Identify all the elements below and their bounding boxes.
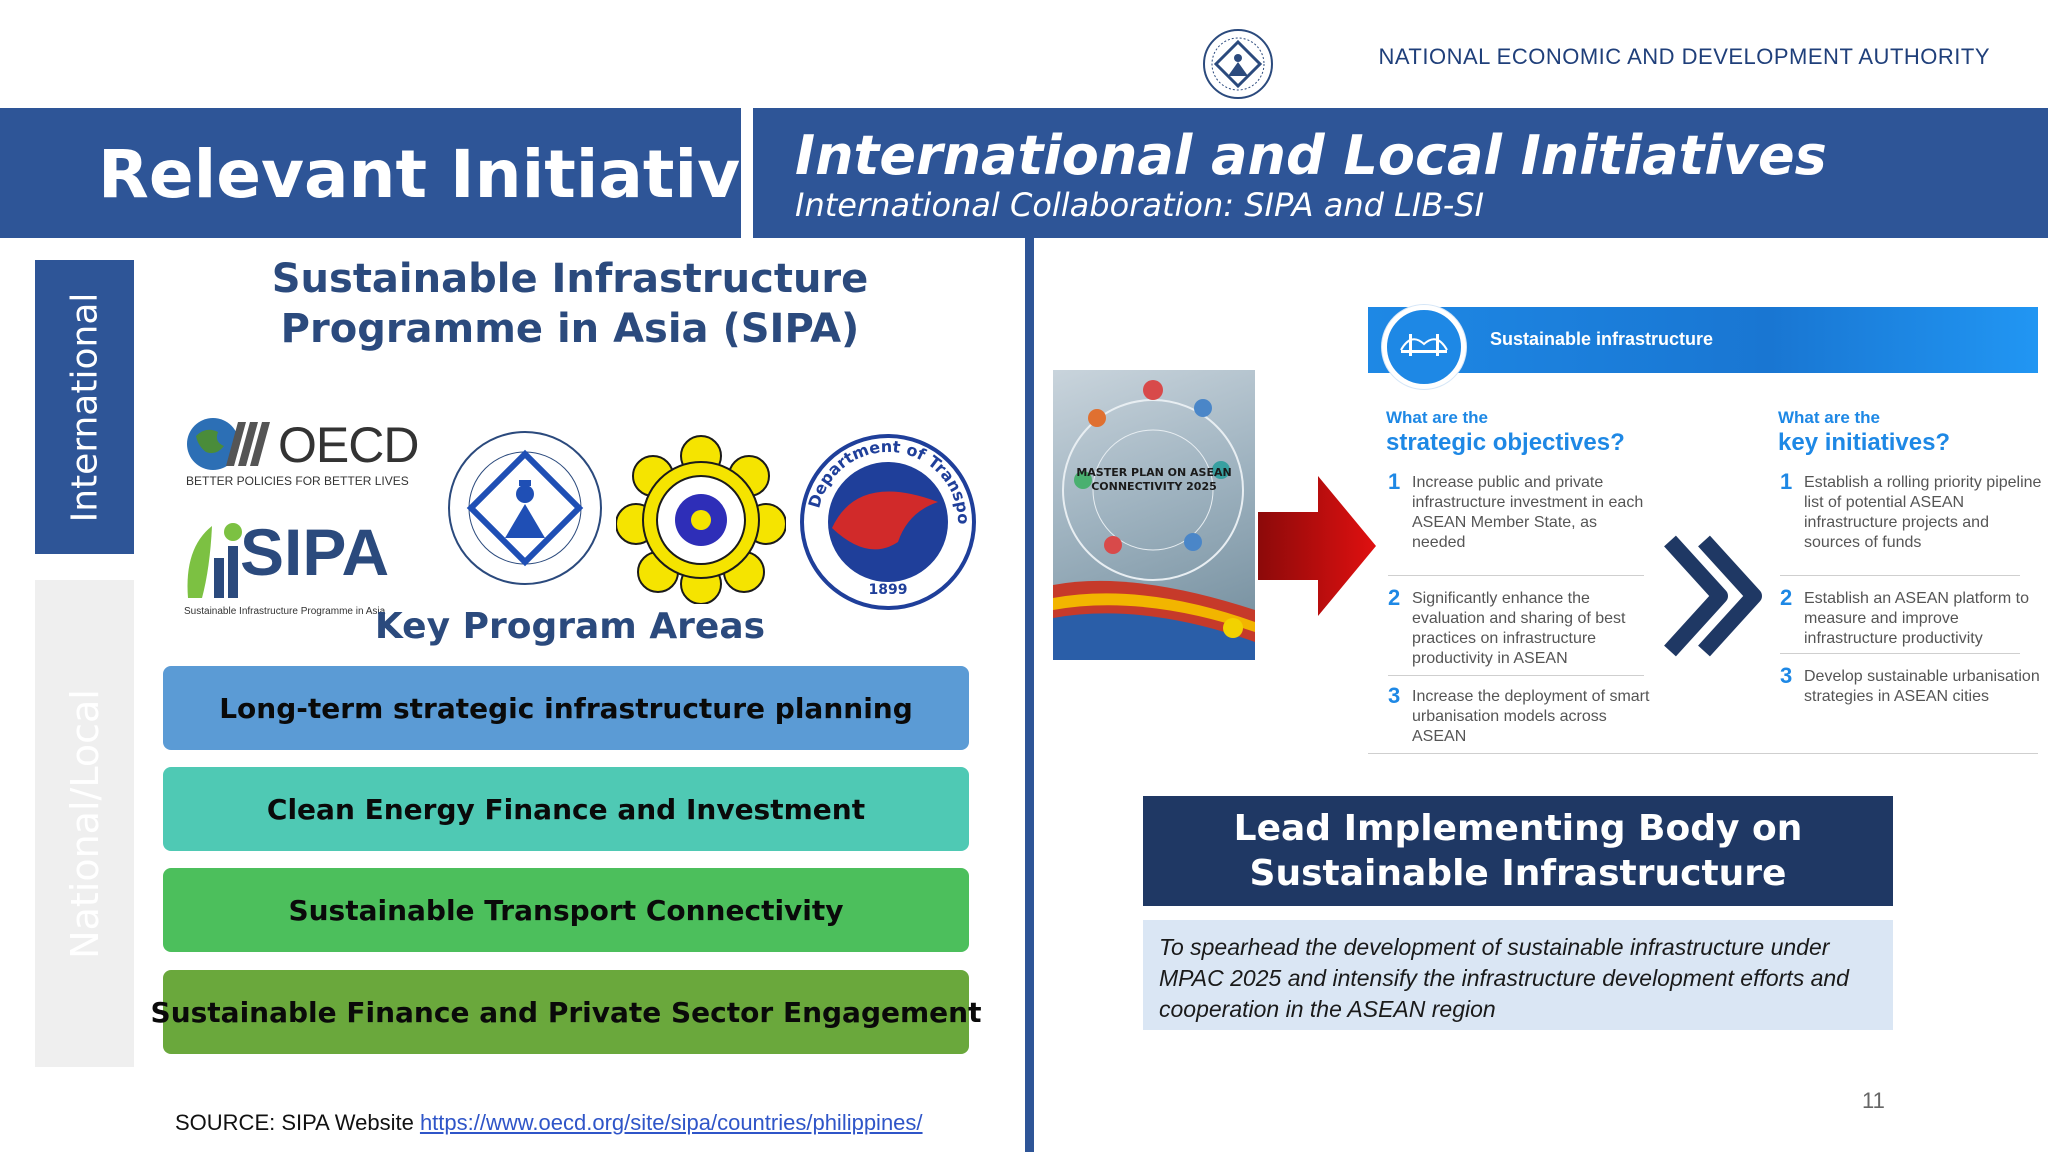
program-area-item[interactable]: Long-term strategic infrastructure plann…: [163, 666, 969, 750]
oecd-wordmark: OECD: [278, 417, 419, 473]
program-area-item[interactable]: Sustainable Transport Connectivity: [163, 868, 969, 952]
objectives-question-small: What are the: [1386, 408, 1489, 427]
globe-icon: [187, 418, 270, 470]
tab-international-label: International: [64, 292, 106, 522]
initiative-number: 3: [1780, 663, 1793, 688]
objective-number: 2: [1388, 585, 1401, 610]
initiative-number: 1: [1780, 469, 1793, 494]
oecd-tagline: BETTER POLICIES FOR BETTER LIVES: [186, 474, 409, 488]
column-divider: [1025, 238, 1034, 1152]
slide-subtitle: International Collaboration: SIPA and LI…: [795, 186, 1485, 224]
sipa-title: Sustainable Infrastructure Programme in …: [271, 256, 869, 352]
objective-text: Increase the deployment of smart urbanis…: [1412, 688, 1650, 745]
tab-national-local-label: National/Local: [62, 688, 107, 959]
initiatives-question-title: key initiatives?: [1778, 429, 1951, 456]
objectives-question-title: strategic objectives?: [1386, 429, 1625, 456]
program-area-item[interactable]: Sustainable Finance and Private Sector E…: [151, 970, 981, 1054]
infographic-baseline: [1368, 753, 2038, 754]
master-plan-cover-image: MASTER PLAN ON ASEAN CONNECTIVITY 2025: [1053, 370, 1255, 660]
master-plan-title: MASTER PLAN ON ASEAN CONNECTIVITY 2025: [1076, 466, 1232, 493]
divider-line: [1388, 575, 1644, 576]
sipa-leaf-icon: [187, 523, 242, 598]
page-number: 11: [1862, 1088, 1885, 1113]
initiative-text: Establish a rolling priority pipeline li…: [1804, 474, 2042, 551]
sipa-tagline: Sustainable Infrastructure Programme in …: [184, 606, 386, 617]
divider-line: [1780, 653, 2020, 654]
department-of-transportation-seal-logo: Department of Transportation 1899: [798, 432, 976, 610]
double-chevron-right-icon: [1664, 535, 1762, 657]
sipa-logo: SIPA Sustainable Infrastructure Programm…: [184, 515, 389, 617]
program-area-item[interactable]: Clean Energy Finance and Investment: [163, 767, 969, 851]
objective-text: Significantly enhance the evaluation and…: [1412, 590, 1626, 667]
divider-line: [1388, 675, 1644, 676]
objective-number: 3: [1388, 683, 1401, 708]
initiative-number: 2: [1780, 585, 1793, 610]
dot-year: 1899: [869, 582, 908, 598]
cover-artwork: [1053, 380, 1255, 660]
asean-infographic: Sustainable infrastructure What are the …: [1368, 305, 2041, 755]
initiative-text: Develop sustainable urbanisation strateg…: [1804, 668, 2040, 705]
infographic-header-label: Sustainable infrastructure: [1490, 329, 1714, 349]
slide-title: International and Local Initiatives: [795, 124, 1827, 187]
initiatives-question-small: What are the: [1778, 408, 1881, 427]
bridge-icon: [1382, 305, 1466, 389]
initiative-text: Establish an ASEAN platform to measure a…: [1804, 590, 2029, 647]
source-prefix: SOURCE: SIPA Website: [175, 1110, 420, 1135]
tab-international[interactable]: International: [35, 260, 134, 554]
sipa-wordmark: SIPA: [240, 515, 390, 589]
objective-text: Increase public and private infrastructu…: [1412, 474, 1644, 551]
infographic-header-bar: Sustainable infrastructure: [1368, 307, 2038, 373]
section-title-band: Relevant Initiatives: [0, 108, 824, 238]
lead-body-title: Lead Implementing Body on Sustainable In…: [1143, 796, 1893, 906]
neda-seal-logo: [1203, 29, 1273, 99]
divider-line: [1780, 575, 2020, 576]
section-title: Relevant Initiatives: [98, 136, 825, 213]
arrow-right-icon: [1258, 476, 1376, 616]
lead-body-description: To spearhead the development of sustaina…: [1143, 920, 1893, 1030]
oecd-logo: OECD BETTER POLICIES FOR BETTER LIVES: [186, 416, 419, 488]
pangasiwaan-seal-logo: [448, 431, 602, 585]
tab-national-local[interactable]: National/Local: [35, 580, 134, 1067]
source-link[interactable]: https://www.oecd.org/site/sipa/countries…: [419, 1110, 923, 1135]
agency-name: NATIONAL ECONOMIC AND DEVELOPMENT AUTHOR…: [1378, 44, 1990, 69]
department-of-energy-seal-logo: [616, 435, 786, 604]
source-note: SOURCE: SIPA Website https://www.oecd.or…: [175, 1110, 923, 1136]
objective-number: 1: [1388, 469, 1401, 494]
key-program-areas-title: Key Program Areas: [374, 606, 766, 647]
slide-title-band: International and Local Initiatives Inte…: [753, 108, 2048, 238]
